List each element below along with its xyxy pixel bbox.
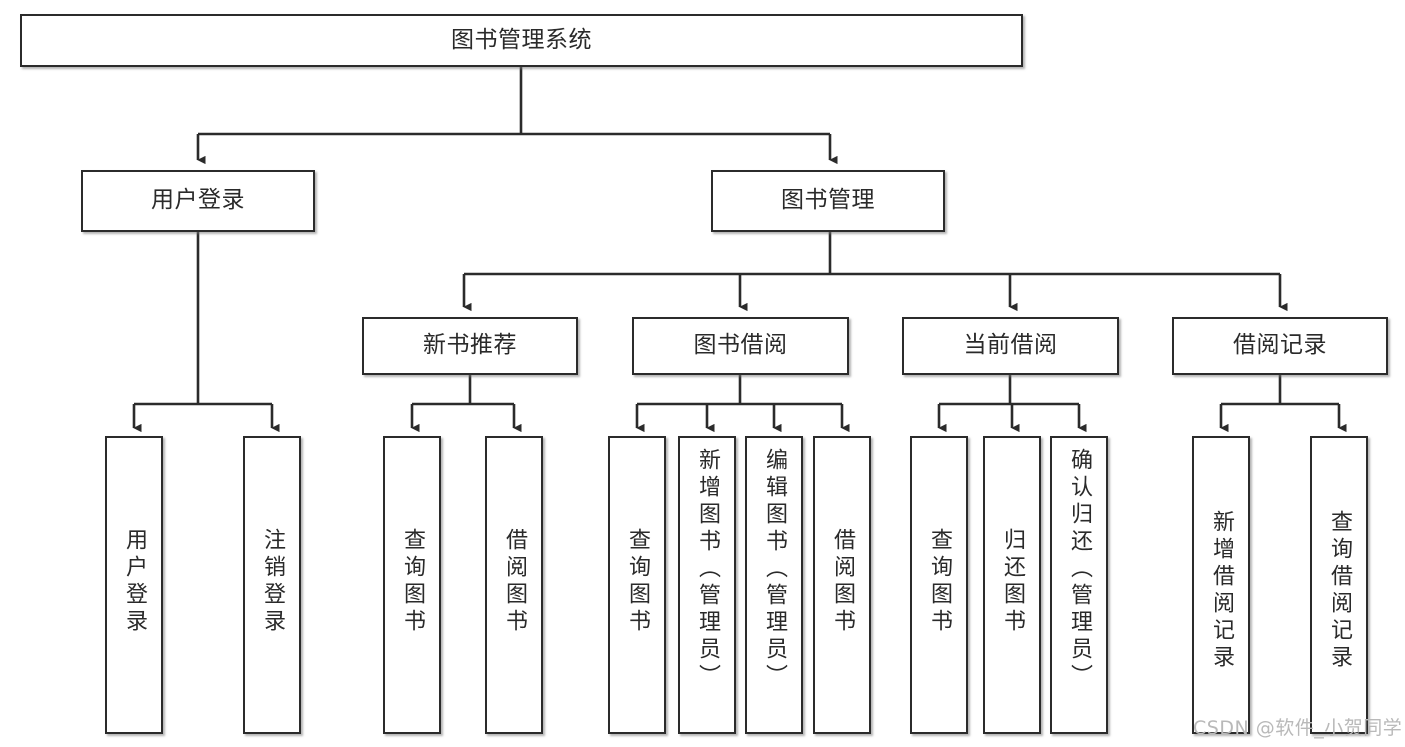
leaf-query-book-borrowing[interactable]: 查询图书 bbox=[608, 436, 666, 734]
leaf-query-book-recommendation[interactable]: 查询图书 bbox=[383, 436, 441, 734]
node-label: 确认归还（管理员） bbox=[1067, 448, 1092, 691]
leaf-edit-book-admin[interactable]: 编辑图书（管理员） bbox=[745, 436, 803, 734]
leaf-confirm-return-admin[interactable]: 确认归还（管理员） bbox=[1050, 436, 1108, 734]
watermark: CSDN @软件_小贺同学 bbox=[1193, 717, 1403, 739]
node-label: 新增图书（管理员） bbox=[695, 448, 720, 691]
node-label: 查询图书 bbox=[400, 528, 425, 636]
node-borrowing-record[interactable]: 借阅记录 bbox=[1172, 317, 1388, 375]
node-new-book-recommendation[interactable]: 新书推荐 bbox=[362, 317, 578, 375]
leaf-add-borrow-record[interactable]: 新增借阅记录 bbox=[1192, 436, 1250, 734]
node-label: 图书借阅 bbox=[693, 332, 788, 359]
node-label: 归还图书 bbox=[1000, 528, 1025, 636]
leaf-borrow-book-recommendation[interactable]: 借阅图书 bbox=[485, 436, 543, 734]
node-label: 注销登录 bbox=[260, 528, 285, 636]
leaf-user-login[interactable]: 用户登录 bbox=[105, 436, 163, 734]
node-label: 当前借阅 bbox=[963, 332, 1058, 359]
node-label: 编辑图书（管理员） bbox=[762, 448, 787, 691]
node-book-management[interactable]: 图书管理 bbox=[711, 170, 945, 232]
node-label: 用户登录 bbox=[122, 528, 147, 636]
node-label: 图书管理 bbox=[781, 187, 875, 214]
node-root-book-management-system[interactable]: 图书管理系统 bbox=[20, 14, 1023, 67]
leaf-return-book[interactable]: 归还图书 bbox=[983, 436, 1041, 734]
node-label: 新增借阅记录 bbox=[1209, 510, 1234, 672]
node-user-login[interactable]: 用户登录 bbox=[81, 170, 315, 232]
node-label: 图书管理系统 bbox=[451, 26, 592, 53]
node-label: 借阅图书 bbox=[830, 528, 855, 636]
leaf-query-borrow-record[interactable]: 查询借阅记录 bbox=[1310, 436, 1368, 734]
leaf-query-book-current[interactable]: 查询图书 bbox=[910, 436, 968, 734]
node-book-borrowing[interactable]: 图书借阅 bbox=[632, 317, 849, 375]
leaf-borrow-book-borrowing[interactable]: 借阅图书 bbox=[813, 436, 871, 734]
node-current-borrowing[interactable]: 当前借阅 bbox=[902, 317, 1119, 375]
node-label: 借阅记录 bbox=[1233, 332, 1327, 359]
node-label: 借阅图书 bbox=[502, 528, 527, 636]
node-label: 查询图书 bbox=[927, 528, 952, 636]
node-label: 查询借阅记录 bbox=[1327, 510, 1352, 672]
node-label: 新书推荐 bbox=[423, 332, 517, 359]
node-label: 查询图书 bbox=[625, 528, 650, 636]
leaf-add-book-admin[interactable]: 新增图书（管理员） bbox=[678, 436, 736, 734]
node-label: 用户登录 bbox=[151, 187, 245, 214]
leaf-logout[interactable]: 注销登录 bbox=[243, 436, 301, 734]
